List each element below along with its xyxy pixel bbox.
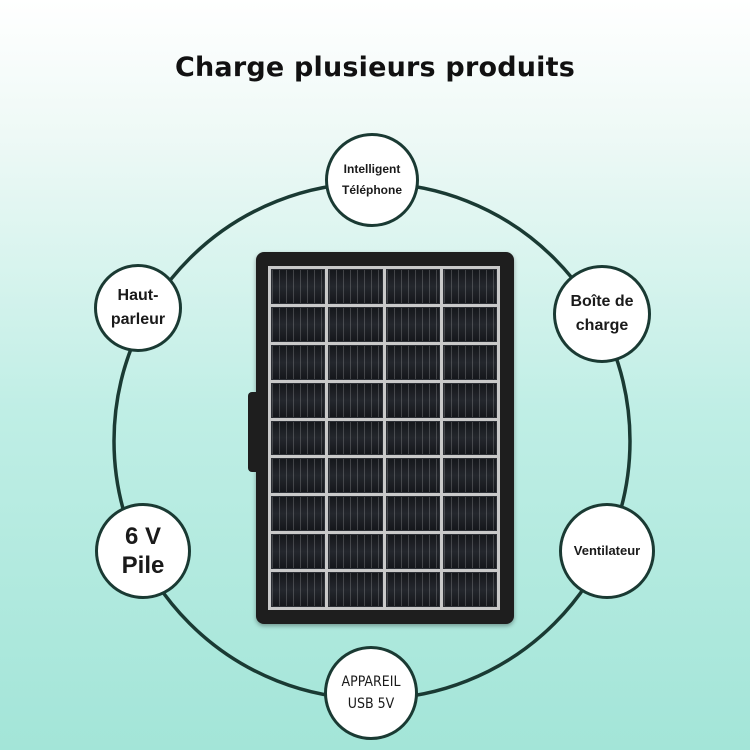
solar-cell [385, 382, 440, 418]
solar-cell [385, 458, 440, 494]
node-charging-box-label: Boîte de charge [570, 293, 634, 334]
solar-cell [271, 458, 326, 494]
panel-side-notch [248, 392, 266, 472]
solar-cells-grid [268, 266, 500, 610]
solar-cell [328, 534, 383, 570]
solar-cell [328, 420, 383, 456]
solar-cell [271, 572, 326, 607]
solar-cell [271, 344, 326, 380]
solar-cell [271, 269, 326, 304]
solar-cell [442, 420, 497, 456]
solar-cell [385, 344, 440, 380]
solar-cell [442, 534, 497, 570]
solar-cell [385, 496, 440, 532]
solar-panel-image [248, 252, 514, 624]
solar-cell [385, 534, 440, 570]
node-battery-label: 6 V Pile [121, 523, 165, 579]
solar-cell [442, 496, 497, 532]
solar-cell [271, 496, 326, 532]
solar-cell [442, 306, 497, 342]
solar-cell [271, 420, 326, 456]
solar-cell [328, 458, 383, 494]
solar-cell [442, 344, 497, 380]
node-usb-device: APPAREIL USB 5V [324, 646, 418, 740]
solar-cell [271, 534, 326, 570]
solar-cell [328, 382, 383, 418]
solar-cell [442, 458, 497, 494]
node-smartphone-label: Intelligent Téléphone [341, 162, 402, 197]
node-battery: 6 V Pile [95, 503, 191, 599]
solar-cell [271, 382, 326, 418]
solar-cell [328, 306, 383, 342]
solar-cell [442, 572, 497, 607]
solar-cell [328, 496, 383, 532]
node-speaker: Haut- parleur [94, 264, 182, 352]
node-fan-label: Ventilateur [573, 543, 641, 558]
solar-cell [328, 269, 383, 304]
node-usb-device-label: APPAREIL USB 5V [341, 674, 401, 712]
node-fan: Ventilateur [559, 503, 655, 599]
node-charging-box: Boîte de charge [553, 265, 651, 363]
solar-cell [328, 572, 383, 607]
solar-cell [385, 420, 440, 456]
node-smartphone: Intelligent Téléphone [325, 133, 419, 227]
solar-cell [442, 382, 497, 418]
page-title: Charge plusieurs produits [174, 52, 576, 83]
solar-cell [271, 306, 326, 342]
solar-cell [385, 269, 440, 304]
node-speaker-label: Haut- parleur [110, 287, 166, 328]
solar-cell [385, 306, 440, 342]
solar-cell [328, 344, 383, 380]
solar-cell [442, 269, 497, 304]
solar-cell [385, 572, 440, 607]
